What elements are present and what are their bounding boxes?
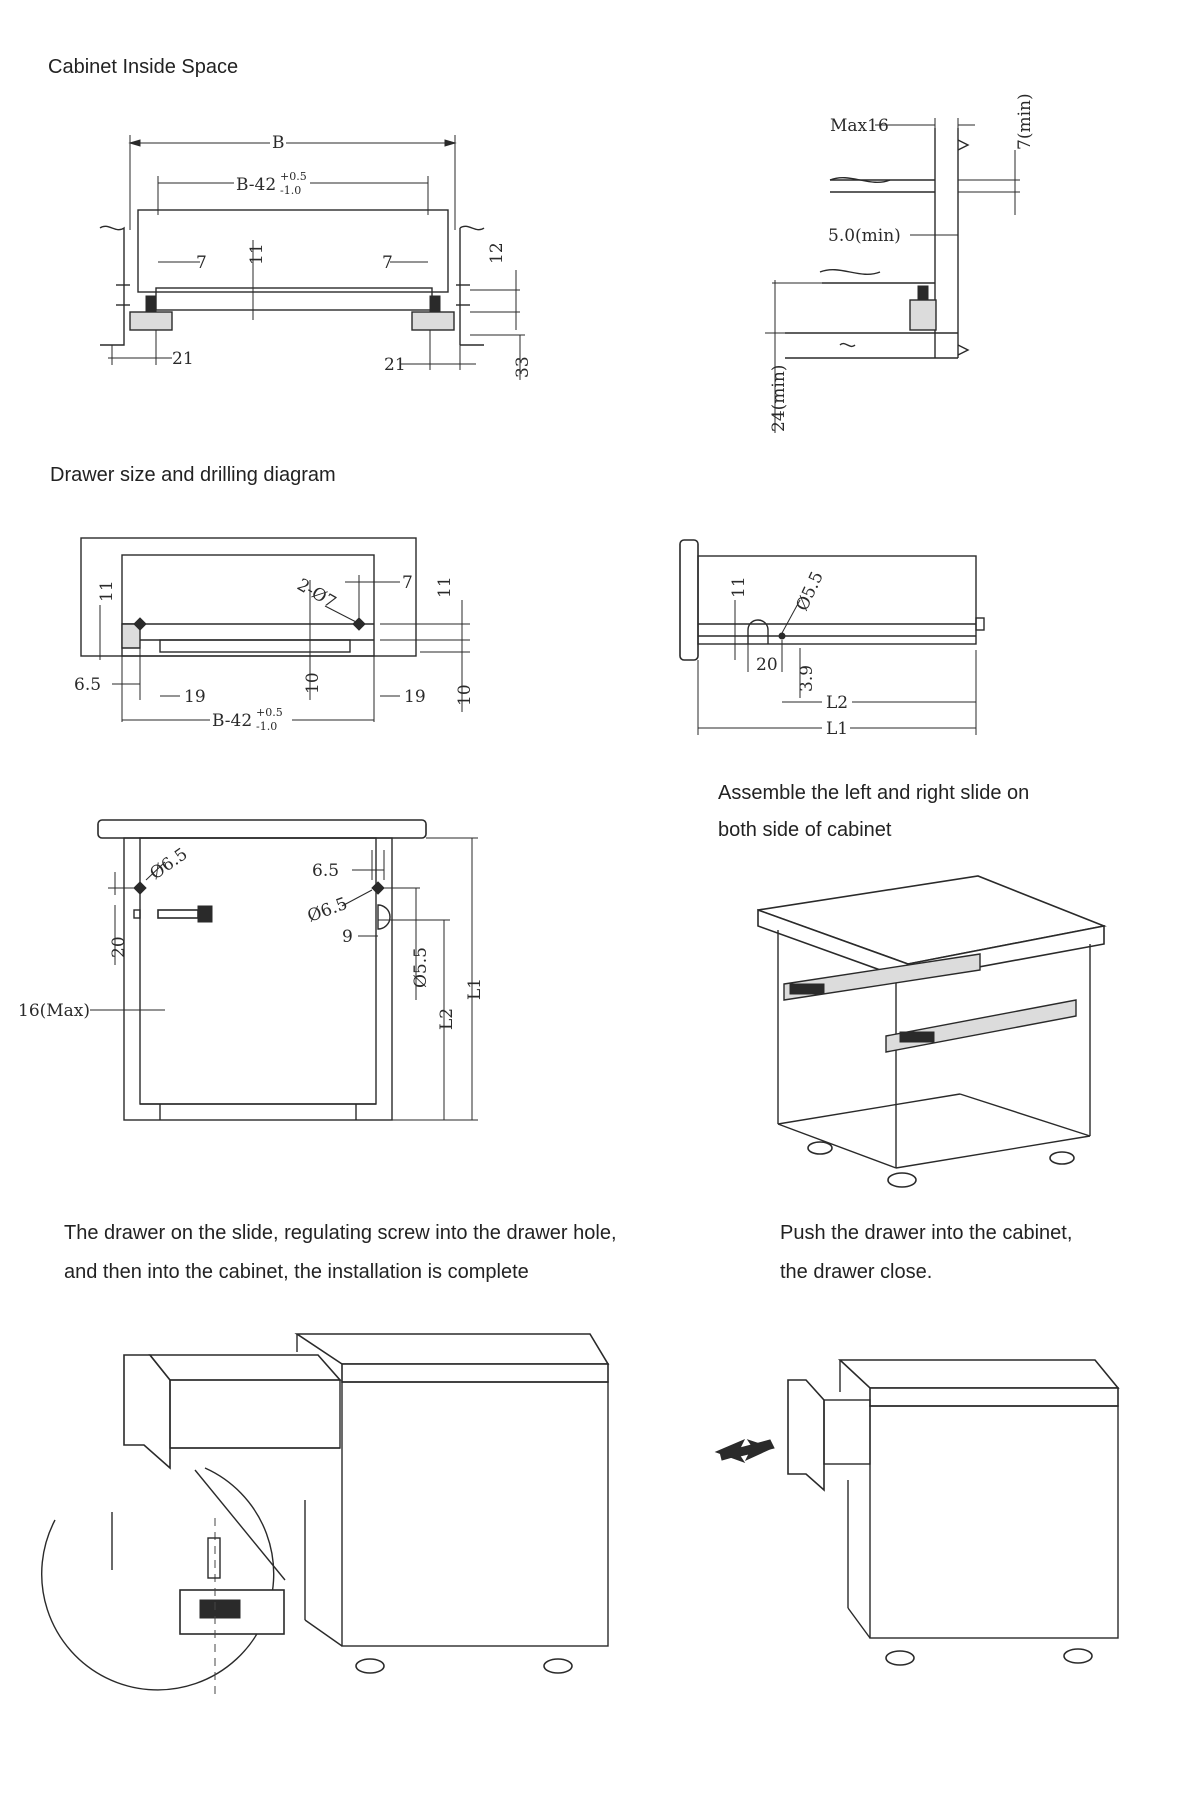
dim-label-5-min: 5.0(min) [828, 226, 901, 246]
dim-label-l1-side: L1 [826, 719, 848, 739]
dim-label-24-min: 24(min) [769, 365, 789, 432]
dim-label-phi-5-5-cabinet: Ø5.5 [411, 947, 431, 988]
drawer-install-illustration [41, 1333, 610, 1700]
instruction-assemble-line-2: both side of cabinet [718, 819, 892, 841]
dim-label-10-center: 10 [303, 672, 323, 694]
dim-label-l1-cabinet: L1 [465, 978, 485, 1000]
dim-label-6-5-right: 6.5 [312, 861, 339, 881]
dim-label-3-9: 3.9 [797, 665, 817, 692]
dim-label-l2-cabinet: L2 [437, 1008, 457, 1030]
dim-label-19-right: 19 [404, 687, 426, 707]
drawer-front-drilling-diagram: 11 11 7 2-Ø7 10 6.5 19 19 10 B-42 +0.5 -… [74, 537, 475, 734]
dim-label-11-cabinet: 11 [247, 243, 267, 265]
instruction-install-line-1: The drawer on the slide, regulating scre… [64, 1222, 617, 1244]
instruction-assemble-line-1: Assemble the left and right slide on [718, 782, 1030, 804]
cabinet-side-view-diagram: Max16 7(min) 5.0(min) 24(min) [765, 93, 1035, 433]
dim-label-7-drawer: 7 [402, 573, 413, 593]
dim-label-b-42: B-42 [236, 175, 276, 195]
instruction-install-line-2: and then into the cabinet, the installat… [64, 1261, 529, 1283]
dim-label-phi-6-5-right: Ø6.5 [305, 894, 350, 927]
dim-label-19-left: 19 [184, 687, 206, 707]
dim-label-11-side: 11 [729, 576, 749, 598]
instruction-push-line-2: the drawer close. [780, 1261, 933, 1283]
dim-label-b: B [272, 133, 285, 153]
drawer-side-drilling-diagram: 11 Ø5.5 20 3.9 L2 L1 [679, 539, 985, 739]
section-title-drawer-size-drilling: Drawer size and drilling diagram [50, 464, 336, 486]
dim-label-20-cabinet: 20 [109, 936, 129, 958]
instruction-push-line-1: Push the drawer into the cabinet, [780, 1222, 1073, 1244]
dim-label-7-min: 7(min) [1015, 93, 1035, 150]
cabinet-front-view-diagram: B B-42 +0.5 -1.0 7 7 11 [99, 133, 533, 380]
dim-label-9: 9 [342, 927, 353, 947]
dim-label-11-right: 11 [435, 576, 455, 598]
cabinet-side-drilling-diagram: Ø6.5 20 16(Max) 6.5 Ø6.5 9 Ø5.5 L2 L1 [18, 819, 485, 1121]
dim-tolerance-plus: +0.5 [280, 170, 307, 183]
dim-label-b-42-drawer: B-42 [212, 711, 252, 731]
dim-label-11-drawer: 11 [97, 580, 117, 602]
dim-label-21-left: 21 [172, 349, 194, 369]
drawer-close-illustration [714, 1359, 1120, 1666]
dim-label-phi-5-5-side: Ø5.5 [792, 569, 827, 615]
dim-label-21-right: 21 [384, 355, 406, 375]
dim-label-33: 33 [513, 356, 533, 378]
dim-label-max16: Max16 [830, 116, 889, 136]
dim-tolerance-plus-drawer: +0.5 [256, 706, 283, 719]
dim-label-2-holes: 2-Ø7 [294, 575, 340, 613]
dim-tolerance-minus-drawer: -1.0 [256, 720, 277, 733]
section-title-cabinet-inside-space: Cabinet Inside Space [48, 56, 239, 78]
cabinet-with-slides-illustration [757, 875, 1107, 1188]
dim-label-l2-side: L2 [826, 693, 848, 713]
dim-label-7-right: 7 [382, 253, 393, 273]
dim-label-6-5: 6.5 [74, 675, 101, 695]
dim-label-12: 12 [487, 242, 507, 264]
dim-label-7-left: 7 [196, 253, 207, 273]
dim-label-20: 20 [756, 655, 778, 675]
dim-label-16-max: 16(Max) [18, 1001, 90, 1021]
dim-label-10-right: 10 [455, 684, 475, 706]
dim-tolerance-minus: -1.0 [280, 184, 301, 197]
dim-label-phi-6-5-left: Ø6.5 [146, 844, 191, 884]
